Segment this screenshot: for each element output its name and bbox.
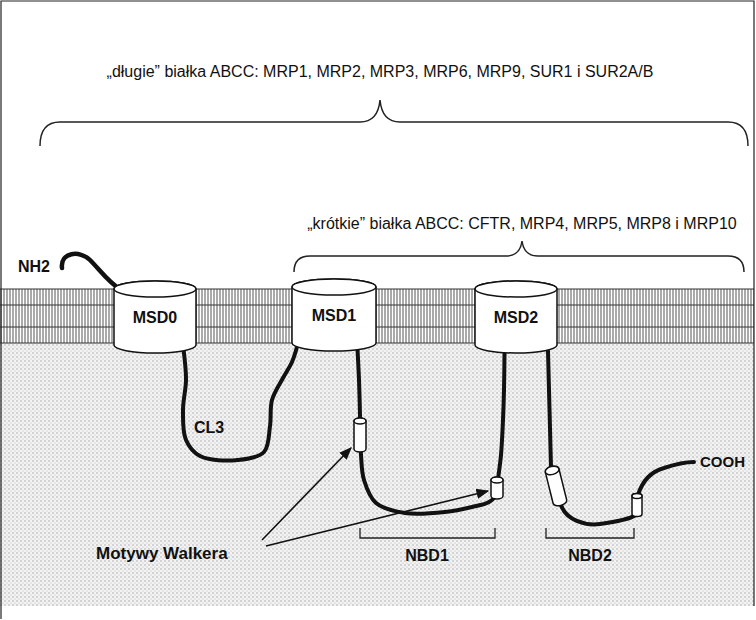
membrane-domain-cylinder: MSD0: [113, 280, 197, 354]
motif-label: Motywy Walkera: [96, 544, 228, 563]
cylinder-body: [475, 281, 557, 353]
helix-body: [632, 494, 642, 517]
domain-label: MSD0: [133, 309, 177, 327]
nbd2-chain: [548, 351, 551, 467]
domain-label: NBD1: [405, 546, 449, 565]
nbd2-bracket: [546, 528, 634, 538]
nbd1-bracket: [360, 528, 495, 538]
bilayer-lines: [0, 289, 754, 343]
label-anchor: „krótkie” białka ABCC: CFTR, MRP4, MRP5,…: [307, 214, 736, 233]
short-bracket: [294, 241, 744, 272]
domain-label: MSD2: [494, 309, 538, 327]
c-terminal-chain: [638, 462, 694, 495]
polypeptide-loop: [358, 350, 505, 514]
label-anchor: CL3: [194, 418, 224, 437]
cytoplasm-stipple: [0, 343, 754, 606]
label-anchor: „długie” białka ABCC: MRP1, MRP2, MRP3, …: [107, 62, 654, 81]
helix-top: [354, 418, 366, 424]
cylinder-top: [475, 281, 557, 297]
terminus-label: COOH: [700, 452, 745, 471]
group-heading: „długie” białka ABCC: MRP1, MRP2, MRP3, …: [107, 62, 654, 81]
polypeptide-loop: [183, 347, 297, 461]
helix-body: [491, 477, 503, 499]
helix-top: [491, 477, 503, 483]
nbd2-helix: [632, 494, 642, 517]
membrane-domain-cylinder: MSD2: [474, 280, 558, 354]
cylinder-body: [292, 279, 376, 351]
walker-helix: [354, 418, 366, 452]
helix-top: [544, 465, 560, 476]
nbd2-helix: [544, 465, 567, 507]
label-anchor: NBD1: [405, 546, 449, 565]
cylinder-top: [114, 281, 196, 297]
domain-label: NBD2: [568, 546, 612, 565]
label-anchor: COOH: [700, 452, 745, 471]
label-anchor: NH2: [18, 257, 50, 276]
leader-arrow: [266, 491, 488, 546]
label-anchor: NBD2: [568, 546, 612, 565]
domain-label: MSD1: [312, 307, 356, 325]
long-bracket: [40, 100, 748, 146]
walker-helix: [491, 477, 503, 499]
helix-body: [354, 418, 366, 452]
n-terminal-chain: [62, 254, 121, 290]
leader-arrow: [262, 448, 351, 540]
label-anchor: Motywy Walkera: [96, 544, 228, 563]
cylinder-body: [114, 281, 196, 353]
loop-label: CL3: [194, 418, 224, 437]
helix-body: [544, 465, 567, 507]
cylinder-top: [292, 279, 376, 295]
membrane-domain-cylinder: MSD1: [291, 278, 377, 352]
terminus-label: NH2: [18, 257, 50, 276]
group-heading: „krótkie” białka ABCC: CFTR, MRP4, MRP5,…: [307, 214, 736, 233]
lipid-bilayer: [0, 289, 754, 343]
nbd2-chain: [561, 505, 636, 524]
helix-top: [632, 494, 642, 499]
